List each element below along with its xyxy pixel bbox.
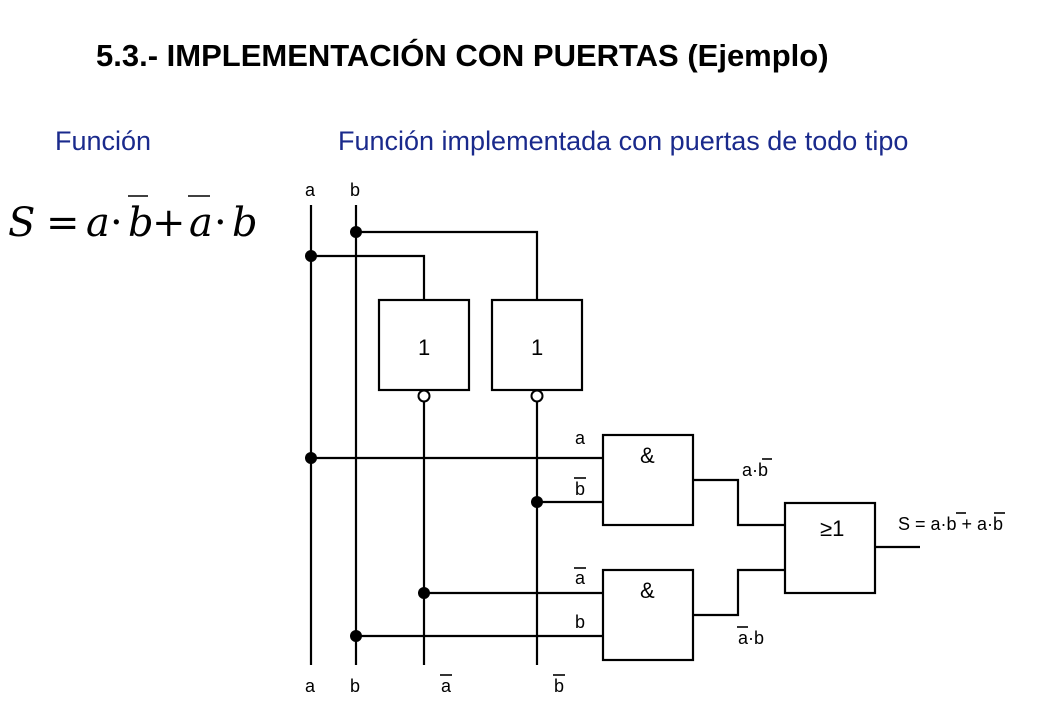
and-gate-1	[601, 433, 695, 527]
formula-term1-b: b	[128, 200, 154, 246]
wire-and1-to-or	[693, 478, 785, 527]
and-gate-2-symbol: &	[640, 578, 655, 603]
implementation-heading: Función implementada con puertas de todo…	[338, 126, 909, 156]
formula-s: S	[8, 200, 35, 246]
label-bottom-not-a: a	[441, 676, 452, 696]
and-gate-1-symbol: &	[640, 443, 655, 468]
formula-term1-a: a	[86, 200, 110, 246]
formula-dot-2: ·	[214, 200, 227, 246]
formula-term2-b: b	[232, 200, 258, 246]
label-and2-in-b: b	[575, 612, 585, 632]
wire-b-to-not2	[356, 230, 539, 300]
junction-not-a-and2	[418, 587, 430, 599]
formula-term2-a: a	[189, 200, 213, 246]
junction-b-not2	[350, 226, 362, 238]
formula-equals: =	[46, 200, 80, 246]
junction-not-b-and1	[531, 496, 543, 508]
not-gate-a-symbol: 1	[418, 335, 430, 360]
label-input-b: b	[350, 180, 360, 200]
junction-b-and2	[350, 630, 362, 642]
not-gate-b	[490, 298, 584, 392]
label-and1-output: a·b	[742, 460, 768, 480]
formula-plus: +	[152, 200, 186, 246]
not-gate-b-symbol: 1	[531, 335, 543, 360]
label-input-a: a	[305, 180, 316, 200]
wire-a-to-not1	[311, 254, 426, 300]
wire-and2-to-or	[693, 568, 785, 617]
junction-a-and1	[305, 452, 317, 464]
label-and2-output: a·b	[738, 628, 764, 648]
and-gate-2	[601, 568, 695, 662]
formula-dot-1: ·	[110, 200, 123, 246]
slide-title: 5.3.- IMPLEMENTACIÓN CON PUERTAS (Ejempl…	[96, 38, 829, 73]
not-gate-b-bubble	[530, 389, 544, 403]
boolean-formula: S = a · b + a · b	[6, 190, 276, 250]
function-heading: Función	[55, 126, 152, 156]
label-and1-in-not-b: b	[575, 479, 585, 499]
or-gate	[783, 501, 877, 595]
label-output-s: S = a·b + a·b	[898, 514, 1003, 534]
junction-a-not1	[305, 250, 317, 262]
not-gate-a-bubble	[417, 389, 431, 403]
label-bottom-b: b	[350, 676, 360, 696]
or-gate-symbol: ≥1	[820, 516, 844, 541]
label-and1-in-a: a	[575, 428, 586, 448]
label-and2-in-not-a: a	[575, 568, 586, 588]
label-bottom-a: a	[305, 676, 316, 696]
label-bottom-not-b: b	[554, 676, 564, 696]
